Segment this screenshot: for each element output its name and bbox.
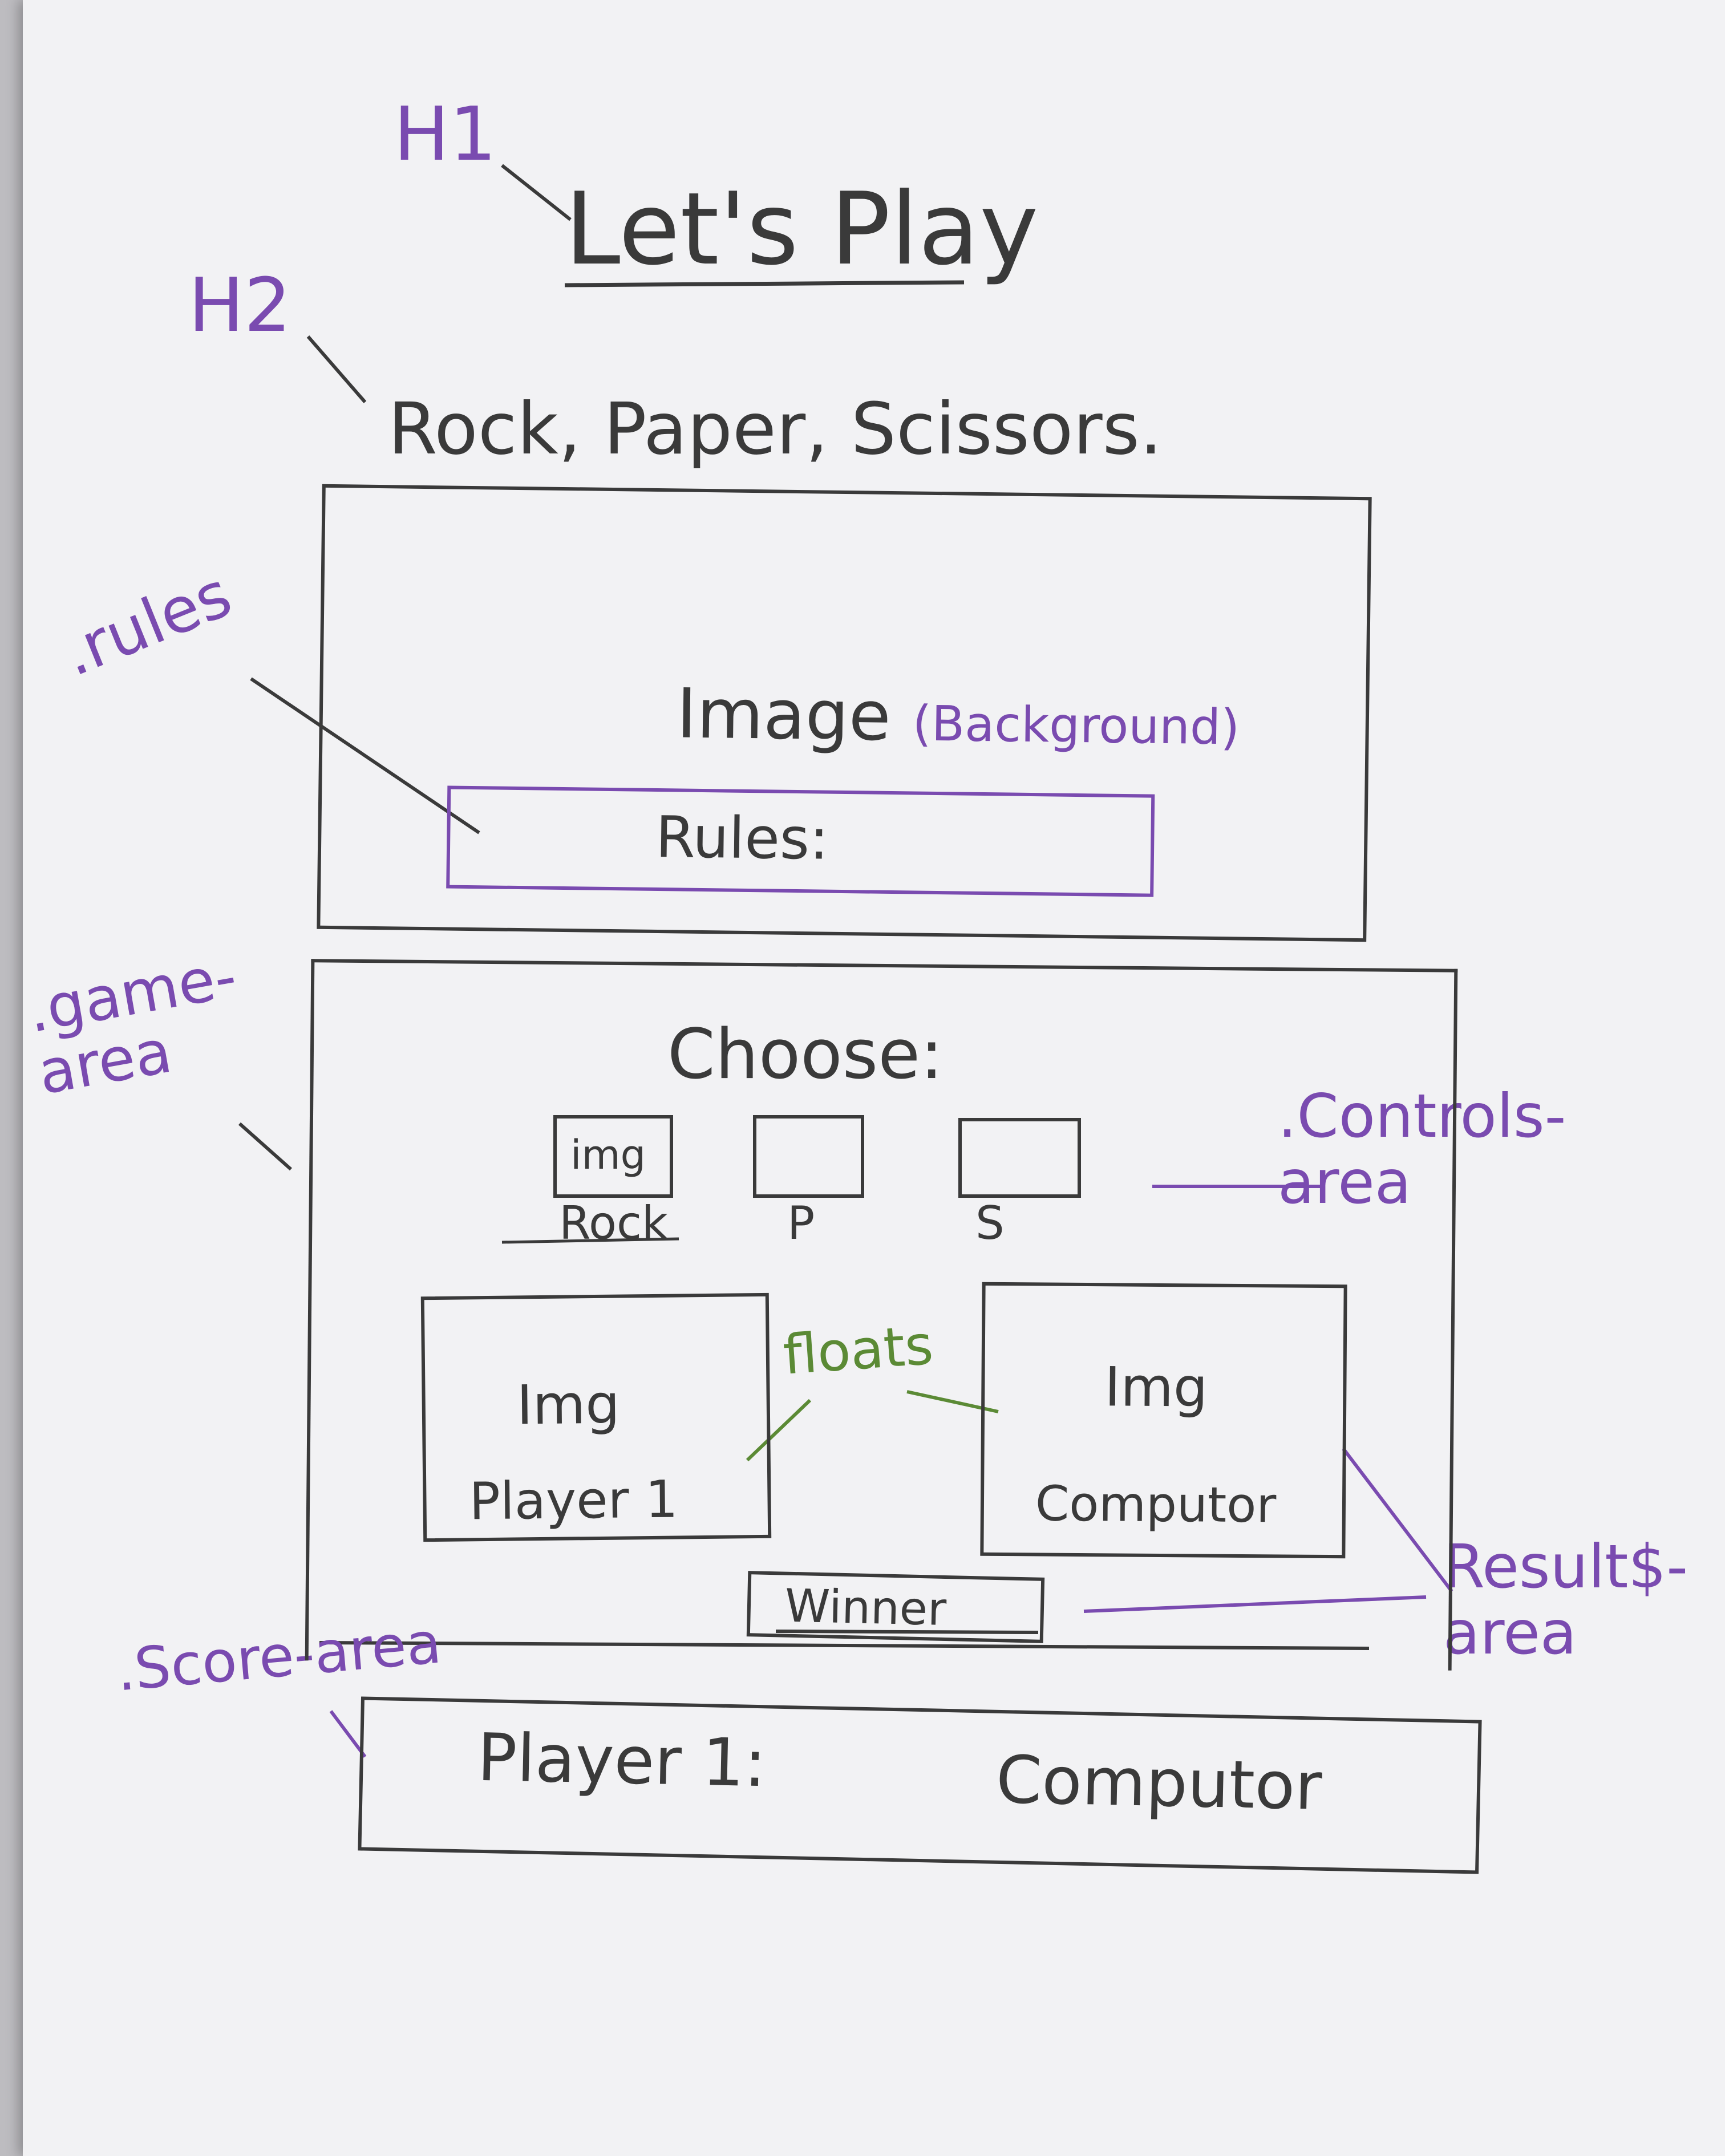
choice-rock[interactable]: img Rock (553, 1115, 673, 1246)
rock-img-box (553, 1115, 673, 1198)
page-title: Let's Play (565, 172, 1039, 287)
scissors-img-box (958, 1118, 1081, 1198)
computer-img-label: Img (1104, 1356, 1208, 1420)
sketch-paper (23, 0, 1725, 2156)
rules-bar: Rules: (446, 785, 1155, 897)
player-result-label: Player 1 (468, 1469, 679, 1532)
choose-label: Choose: (667, 1015, 944, 1095)
h2-annotation: H2 (188, 262, 291, 348)
paper-label: P (787, 1197, 815, 1250)
choice-scissors[interactable]: S (958, 1118, 1081, 1246)
score-player-label: Player 1: (476, 1719, 767, 1802)
choice-paper[interactable]: P (753, 1115, 864, 1246)
player-result-box: Img Player 1 (420, 1292, 772, 1542)
rock-label: Rock (559, 1197, 669, 1250)
image-label: Image (676, 674, 892, 756)
winner-box: Winner (746, 1571, 1045, 1643)
scissors-label: S (975, 1197, 1005, 1250)
score-computer-label: Computor (995, 1741, 1323, 1825)
image-note: (Background) (912, 695, 1240, 756)
computer-result-box: Img Computor (980, 1282, 1347, 1559)
controls-area-annotation-text: .Controls-area (1278, 1081, 1566, 1217)
h1-annotation: H1 (394, 91, 497, 177)
paper-img-box (753, 1115, 864, 1198)
controls-area-annotation: .Controls-area (1278, 1081, 1677, 1217)
rock-img-label: img (570, 1132, 646, 1178)
result-area-annotation-text: Result$-area (1443, 1532, 1688, 1668)
rules-section: Image (Background) Rules: (317, 484, 1372, 942)
rules-label: Rules: (655, 803, 829, 873)
image-placeholder-label: Image (Background) (676, 674, 1240, 756)
result-area-annotation: Result$-area (1443, 1534, 1717, 1666)
computer-result-label: Computor (1035, 1476, 1277, 1534)
page-subtitle: Rock, Paper, Scissors. (388, 388, 1163, 471)
player-img-label: Img (516, 1373, 621, 1437)
winner-label: Winner (784, 1579, 947, 1636)
score-area: Player 1: Computor (358, 1696, 1482, 1874)
